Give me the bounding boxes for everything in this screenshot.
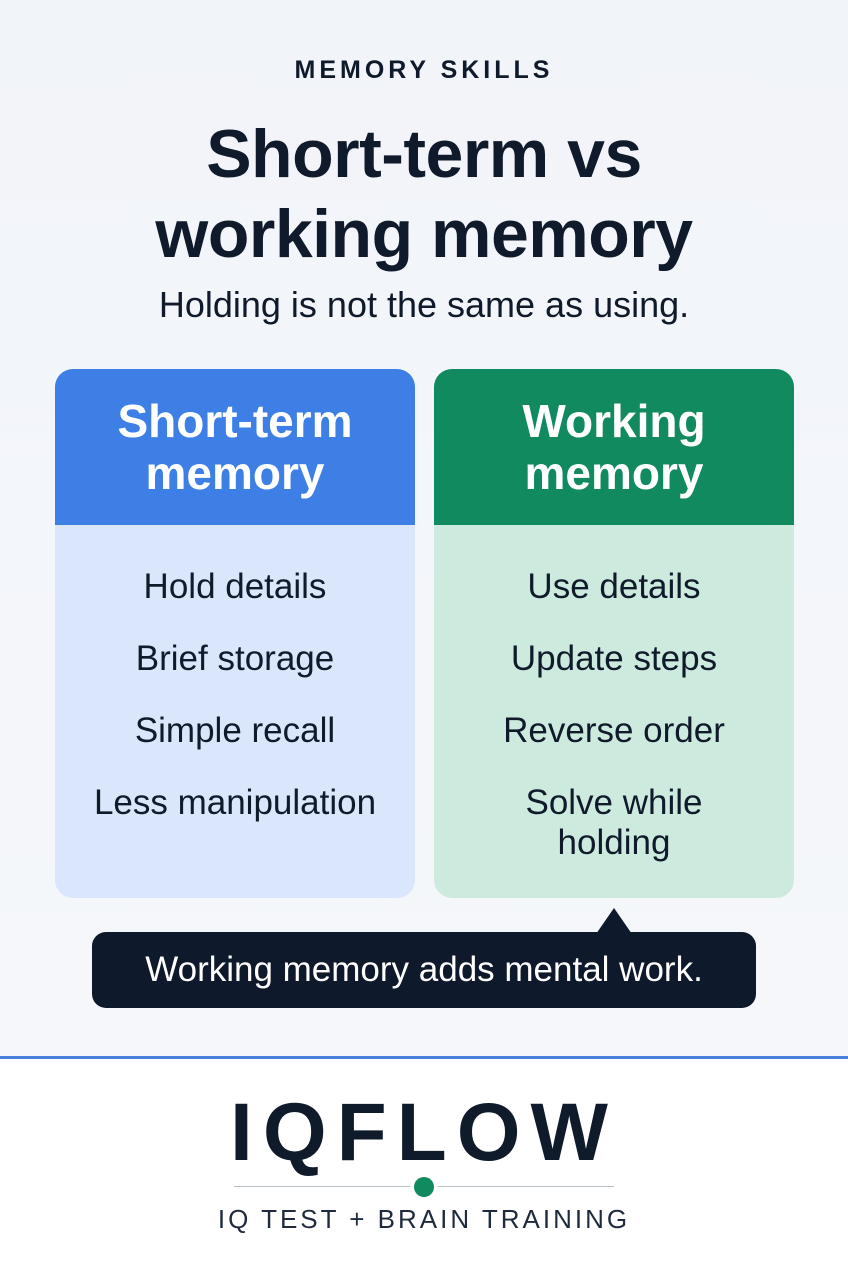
list-item: Reverse order (503, 711, 725, 750)
subtitle: Holding is not the same as using. (158, 284, 690, 325)
page-title-line-1: Short-term vs (206, 116, 642, 192)
callout-pointer (596, 908, 632, 934)
brand-tagline: IQ TEST + BRAIN TRAINING (217, 1204, 631, 1234)
footer (0, 1059, 848, 1264)
logo-rule-left (234, 1186, 410, 1187)
callout-text: Working memory adds mental work. (145, 950, 703, 989)
list-item: Use details (527, 567, 701, 606)
card-title-line-1: Working (522, 395, 706, 447)
logo-dot-icon (414, 1177, 434, 1197)
list-item-line-2: holding (557, 823, 671, 862)
page-title: Short-term vs working memory (0, 114, 848, 274)
callout-box: Working memory adds mental work. (92, 932, 756, 1008)
list-item: Solve while holding (434, 783, 794, 863)
list-item: Simple recall (134, 711, 336, 750)
card-header: Short-term memory (55, 369, 415, 525)
short-term-memory-card: Short-term memory Hold details Brief sto… (55, 369, 415, 898)
card-title-line-1: Short-term (117, 395, 353, 447)
footer-divider (0, 1056, 848, 1059)
list-item: Hold details (143, 567, 327, 606)
card-title-line-2: memory (524, 447, 704, 499)
list-item: Update steps (510, 639, 718, 678)
list-item: Less manipulation (93, 783, 377, 822)
card-title-line-2: memory (145, 447, 325, 499)
card-list: Use details Update steps Reverse order S… (434, 525, 794, 863)
working-memory-card: Working memory Use details Update steps … (434, 369, 794, 898)
list-item-line-1: Solve while (525, 783, 703, 822)
page-title-line-2: working memory (155, 196, 693, 272)
list-item: Brief storage (135, 639, 335, 678)
logo-rule-right (438, 1186, 614, 1187)
card-header: Working memory (434, 369, 794, 525)
eyebrow-label: MEMORY SKILLS (294, 56, 554, 84)
card-list: Hold details Brief storage Simple recall… (55, 525, 415, 823)
brand-logo: IQFLOW (230, 1087, 618, 1178)
